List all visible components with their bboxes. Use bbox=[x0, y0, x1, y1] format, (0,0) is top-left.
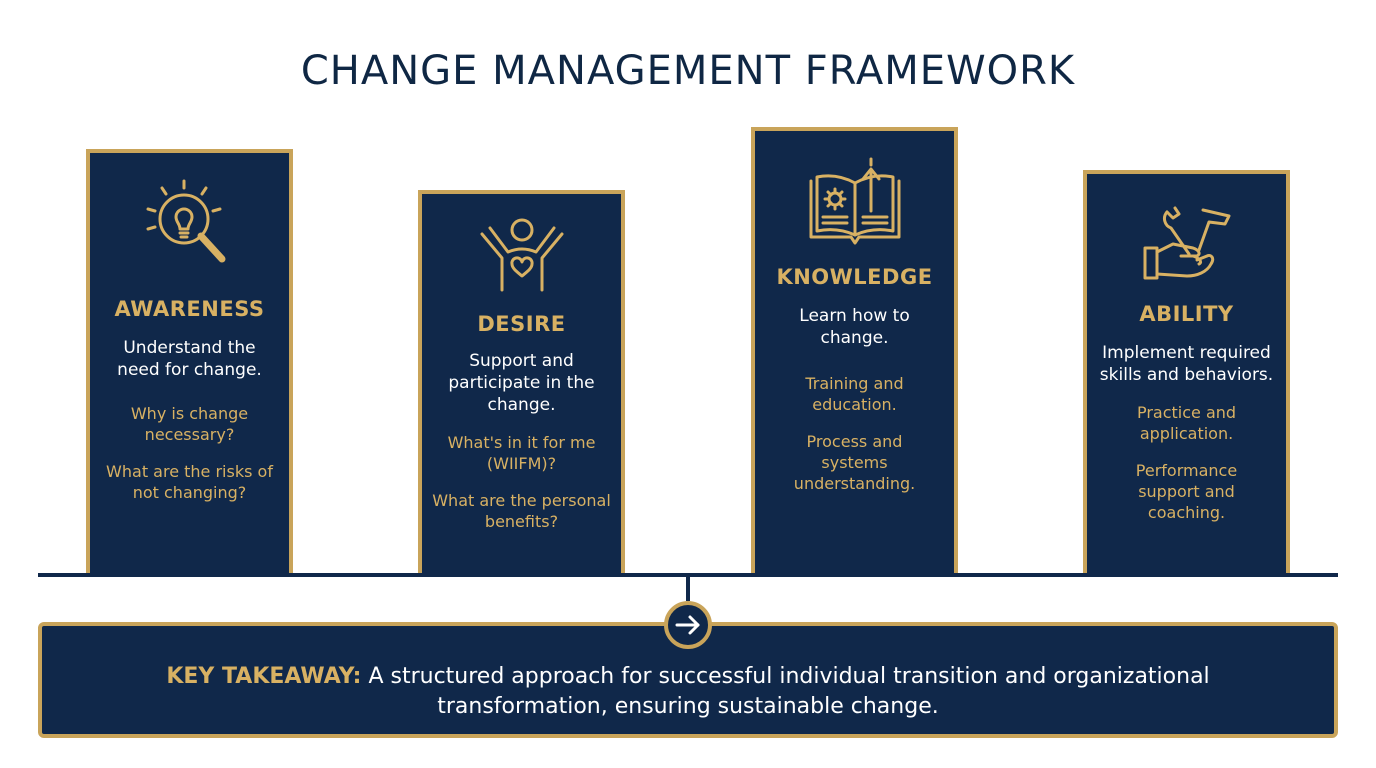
person-heart-raised-arms-icon bbox=[480, 218, 563, 292]
key-takeaway-label: KEY TAKEAWAY: bbox=[166, 664, 362, 689]
pillar-point: Practice and application. bbox=[1136, 403, 1237, 443]
lightbulb-magnifier-icon bbox=[146, 179, 225, 263]
pillar-heading: ABILITY bbox=[1139, 302, 1234, 326]
pillar-description: Implement required skills and behaviors. bbox=[1099, 343, 1274, 385]
key-takeaway-body: A structured approach for successful ind… bbox=[368, 664, 1210, 719]
pillar-point: Why is change necessary? bbox=[130, 404, 249, 444]
hand-wrench-hammer-icon bbox=[1143, 206, 1230, 280]
pillar-heading: KNOWLEDGE bbox=[776, 265, 933, 289]
page-title: CHANGE MANAGEMENT FRAMEWORK bbox=[300, 48, 1076, 94]
pillar-description: Learn how to change. bbox=[799, 306, 910, 348]
pillar-heading: DESIRE bbox=[477, 312, 566, 336]
pillar-point: What's in it for me (WIIFM)? bbox=[447, 433, 596, 473]
pillar-ability: ABILITY Implement required skills and be… bbox=[1083, 170, 1290, 575]
connector-stem bbox=[686, 577, 690, 601]
pillar-description: Understand the need for change. bbox=[117, 338, 262, 380]
pillar-awareness: AWARENESS Understand the need for change… bbox=[86, 149, 293, 575]
pillar-description: Support and participate in the change. bbox=[448, 351, 595, 415]
pillar-point: What are the personal benefits? bbox=[432, 491, 611, 531]
baseline bbox=[38, 573, 1338, 577]
pillar-point: What are the risks of not changing? bbox=[106, 462, 273, 502]
key-takeaway-text: KEY TAKEAWAY: A structured approach for … bbox=[142, 662, 1234, 722]
open-book-gear-arrow-icon bbox=[809, 157, 900, 245]
pillar-point: Process and systems understanding. bbox=[793, 432, 916, 493]
pillar-point: Performance support and coaching. bbox=[1135, 461, 1238, 522]
pillar-knowledge: KNOWLEDGE Learn how to change. Training … bbox=[751, 127, 958, 575]
arrow-right-circle-icon bbox=[664, 601, 712, 649]
pillar-point: Training and education. bbox=[805, 374, 904, 414]
pillar-desire: DESIRE Support and participate in the ch… bbox=[418, 190, 625, 575]
pillar-heading: AWARENESS bbox=[114, 297, 265, 321]
